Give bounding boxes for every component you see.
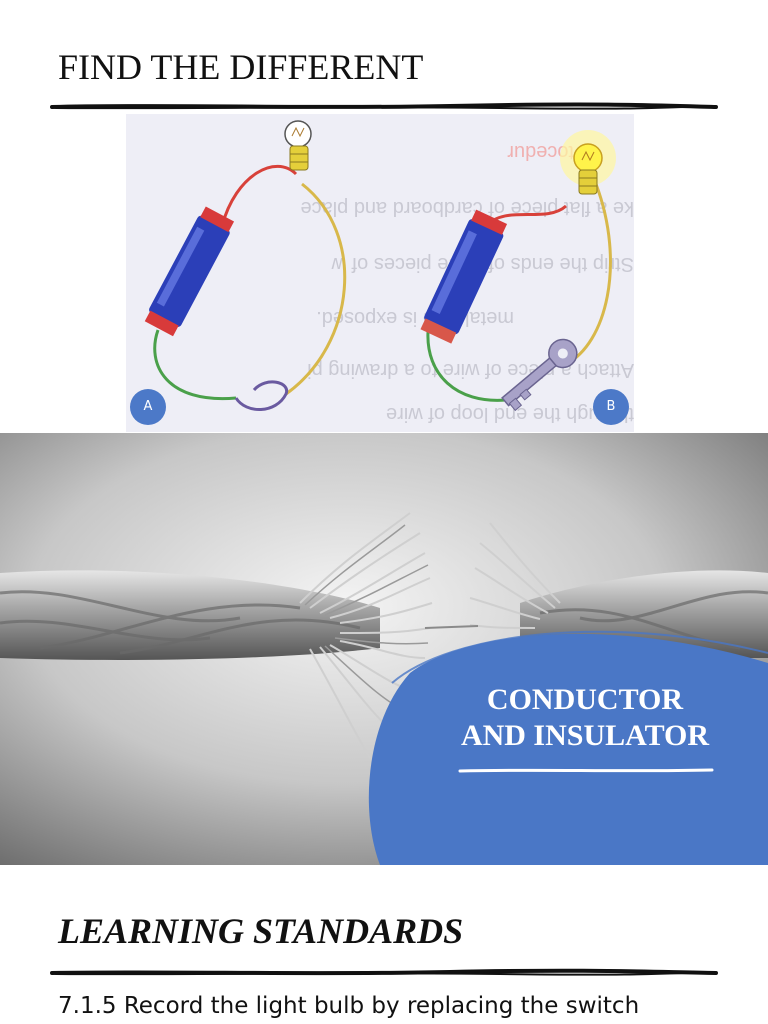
title-divider — [50, 102, 718, 110]
banner-title-line2: AND INSULATOR — [460, 719, 710, 752]
bg-text-6: through the end loop of wire — [386, 403, 634, 425]
circuit-a-label: A — [130, 389, 166, 425]
banner-title-line1: CONDUCTOR — [486, 683, 684, 716]
section-divider — [50, 968, 718, 976]
banner-title: CONDUCTOR AND INSULATOR — [430, 682, 740, 754]
bg-text-4: metal wire is exposed. — [316, 307, 514, 329]
bg-text-1: tocedur — [507, 141, 574, 163]
circuit-comparison-image: tocedur ke a flat piece of cardboard and… — [126, 114, 634, 432]
circuit-b — [420, 130, 616, 412]
bg-text-5: Attach a piece of wire to a drawing pi — [307, 359, 634, 381]
circuit-a — [144, 120, 347, 411]
learning-standard-item: 7.1.5 Record the light bulb by replacing… — [58, 993, 640, 1019]
page-title: FIND THE DIFFERENT — [58, 47, 424, 87]
learning-standards-heading: LEARNING STANDARDS — [58, 911, 464, 951]
bg-text-2: ke a flat piece of cardboard and place — [300, 197, 634, 219]
circuit-b-label: B — [593, 389, 629, 425]
wire-banner-image — [0, 433, 768, 865]
